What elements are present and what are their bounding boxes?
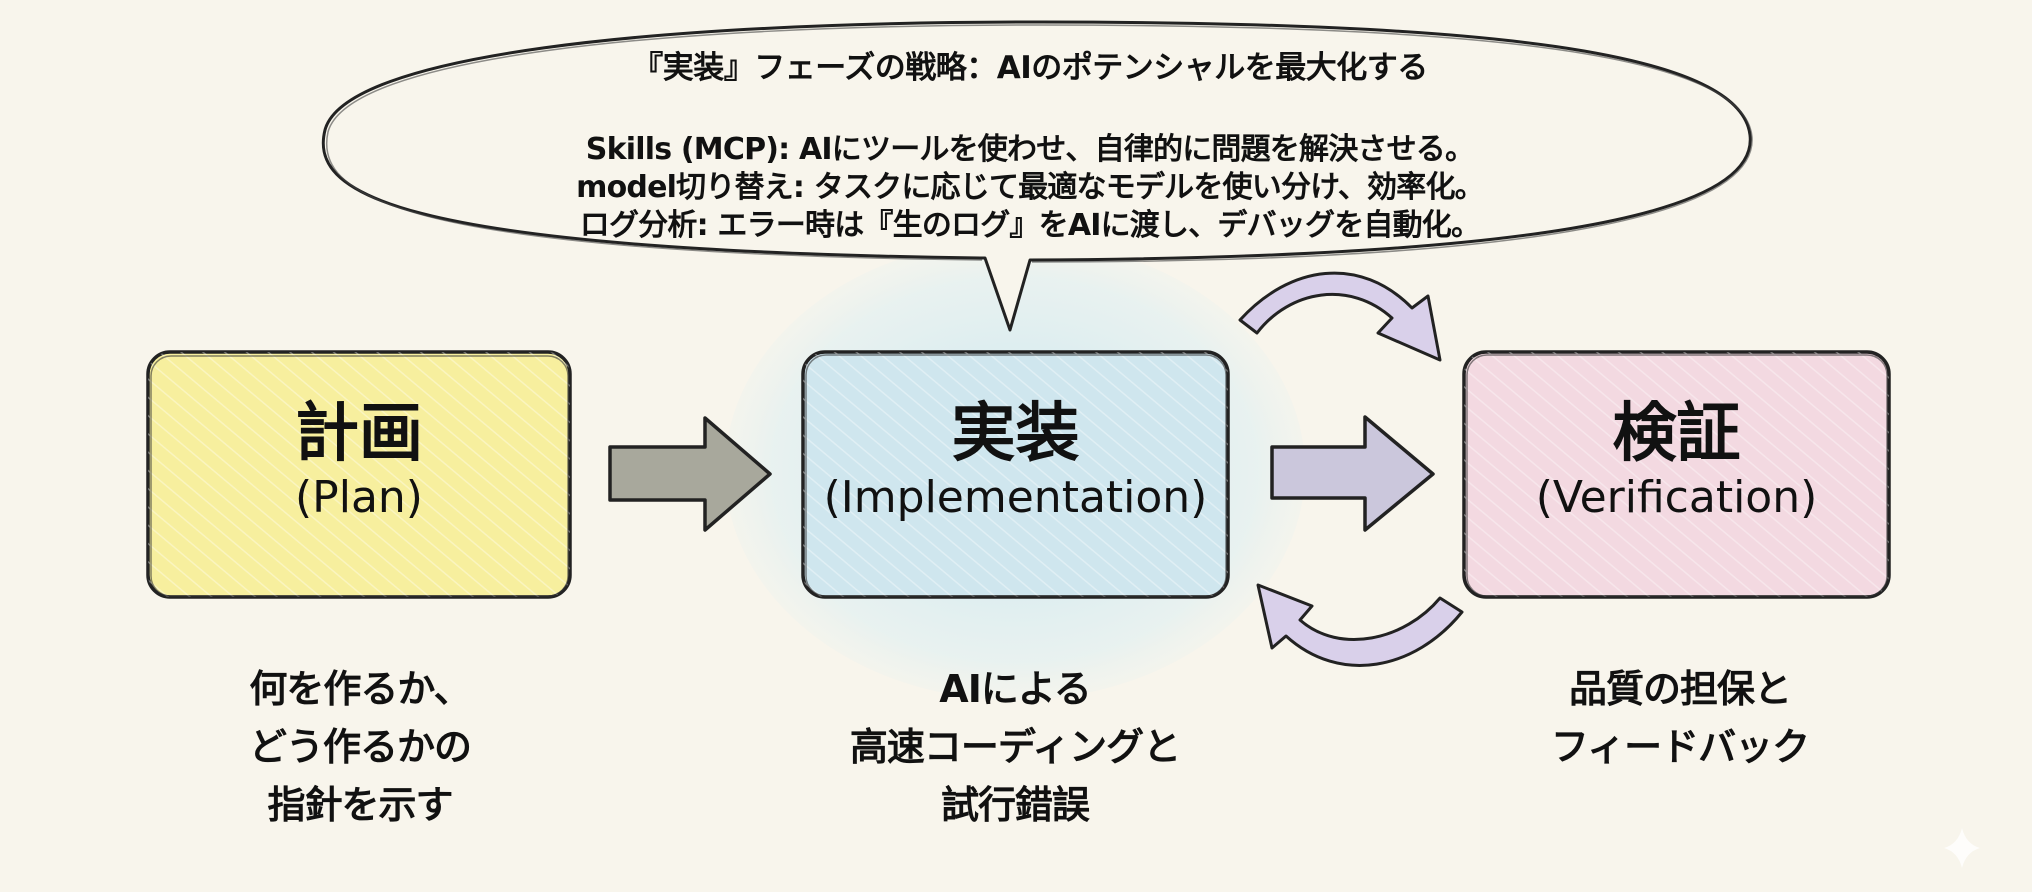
description-line: 指針を示す	[267, 783, 453, 827]
stage-description-plan: 何を作るか、 どう作るかの 指針を示す	[160, 660, 560, 834]
speech-bubble	[321, 20, 1753, 332]
description-line: どう作るかの	[248, 725, 472, 769]
arrow-plan-to-implementation	[608, 416, 772, 532]
stage-description-implementation: AIによる 高速コーディングと 試行錯誤	[770, 660, 1260, 834]
sparkle-icon	[1944, 828, 1980, 868]
arrow-implementation-to-verification	[1270, 415, 1435, 532]
stage-description-verification: 品質の担保と フィードバック	[1470, 660, 1890, 776]
stage-box-implementation	[801, 350, 1230, 599]
cycle-arrow-back-icon	[1256, 583, 1464, 667]
description-line: フィードバック	[1550, 725, 1810, 769]
stage-box-verification	[1462, 350, 1891, 599]
stage-verification: 検証 (Verification)	[1464, 398, 1889, 526]
description-line: 高速コーディングと	[849, 725, 1181, 769]
stage-implementation: 実装 (Implementation)	[803, 398, 1228, 526]
stage-subtitle: (Verification)	[1535, 472, 1818, 523]
stage-title: 計画	[295, 397, 423, 471]
cycle-arrow-forward-icon	[1238, 271, 1442, 362]
stage-subtitle: (Implementation)	[823, 472, 1208, 523]
callout-line-skills: Skills (MCP): AIにツールを使わせ、自律的に問題を解決させる。	[585, 132, 1475, 167]
description-line: 試行錯誤	[940, 783, 1090, 827]
stage-plan: 計画 (Plan)	[148, 398, 570, 526]
callout-line-model: model切り替え: タスクに応じて最適なモデルを使い分け、効率化。	[576, 170, 1485, 205]
stage-box-plan	[146, 350, 572, 599]
description-line: 品質の担保と	[1568, 667, 1792, 711]
callout-title: 『実装』フェーズの戦略：AIのポテンシャルを最大化する	[632, 50, 1428, 86]
stage-title: 検証	[1612, 397, 1741, 471]
stage-title: 実装	[951, 397, 1080, 471]
stage-subtitle: (Plan)	[295, 472, 423, 523]
callout-text: 『実装』フェーズの戦略：AIのポテンシャルを最大化する Skills (MCP)…	[330, 42, 1730, 245]
description-line: 何を作るか、	[249, 667, 471, 711]
callout-line-log: ログ分析: エラー時は『生のログ』をAIに渡し、デバッグを自動化。	[579, 208, 1481, 243]
description-line: AIによる	[939, 667, 1091, 711]
